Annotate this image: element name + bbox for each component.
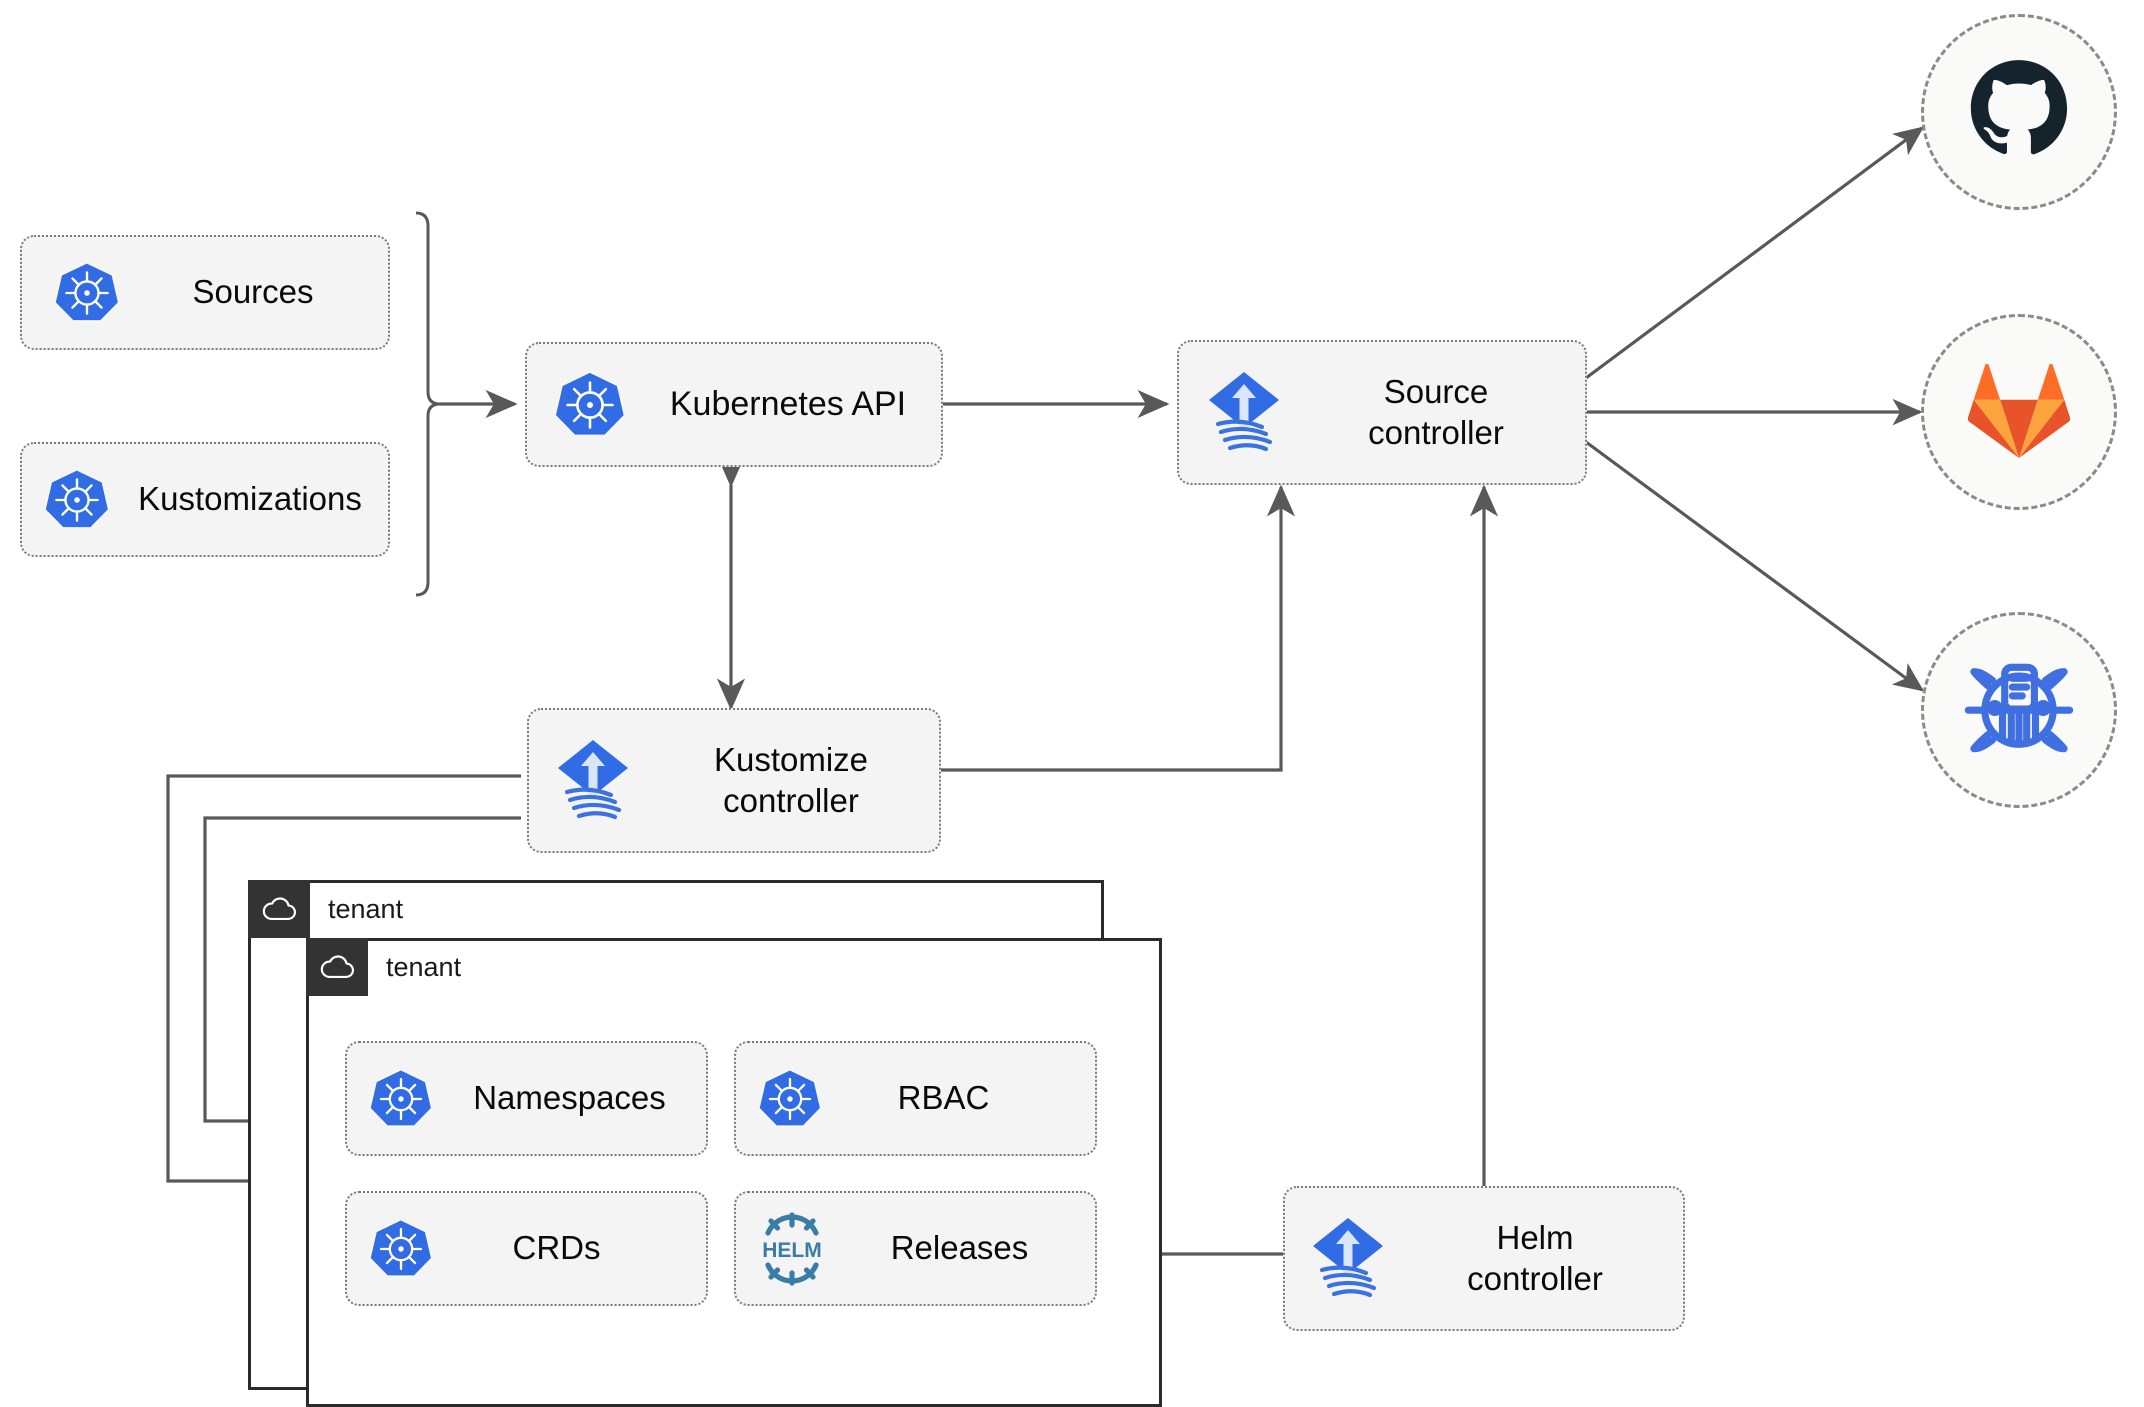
node-label: Namespaces [473, 1079, 666, 1117]
tenant-label: tenant [328, 893, 404, 924]
node-kustomize-controller[interactable]: Kustomize controller [527, 708, 941, 853]
helm-wordmark: HELM [762, 1239, 822, 1262]
node-label-line1: Source [1383, 373, 1489, 411]
kubernetes-icon [736, 1067, 844, 1131]
helm-icon: HELM [736, 1211, 848, 1286]
github-icon [1967, 58, 2071, 167]
flux-icon [1179, 370, 1309, 456]
node-sources[interactable]: Sources [20, 235, 390, 350]
tenant-header: tenant [248, 880, 403, 938]
tenant-label: tenant [386, 951, 462, 982]
kubernetes-icon [527, 369, 653, 441]
node-label: CRDs [512, 1229, 601, 1267]
external-source-helm-repository[interactable] [1921, 612, 2117, 808]
node-label-line2: controller [1467, 1259, 1603, 1297]
node-label-line1: Helm [1496, 1219, 1574, 1257]
node-label: Helm controller [1411, 1218, 1683, 1299]
node-label: Kustomize controller [657, 740, 939, 821]
node-label: Kubernetes API [669, 384, 907, 423]
node-label: Source controller [1309, 372, 1585, 453]
node-label: RBAC [897, 1079, 990, 1117]
gitlab-icon [1967, 362, 2071, 463]
node-source-controller[interactable]: Source controller [1177, 340, 1587, 485]
node-namespaces[interactable]: Namespaces [345, 1041, 708, 1156]
flux-icon [1285, 1216, 1411, 1302]
cloud-icon [306, 938, 368, 996]
node-label-line1: Kustomize [713, 741, 869, 779]
node-label-line2: controller [723, 781, 859, 819]
node-crds[interactable]: CRDs [345, 1191, 708, 1306]
node-kubernetes-api[interactable]: Kubernetes API [525, 342, 943, 467]
kubernetes-icon [22, 467, 132, 533]
external-source-github[interactable] [1921, 14, 2117, 210]
tenant-box-front[interactable]: tenant Namespaces [306, 938, 1162, 1407]
node-label: Kustomizations [138, 480, 362, 518]
node-label: Releases [890, 1229, 1029, 1267]
kubernetes-icon [347, 1217, 455, 1281]
external-source-gitlab[interactable] [1921, 314, 2117, 510]
kubernetes-icon [347, 1067, 455, 1131]
node-label: Sources [192, 273, 314, 311]
node-releases[interactable]: HELM Releases [734, 1191, 1097, 1306]
node-kustomizations[interactable]: Kustomizations [20, 442, 390, 557]
node-label-line2: controller [1368, 413, 1504, 451]
node-rbac[interactable]: RBAC [734, 1041, 1097, 1156]
flux-icon [529, 738, 657, 824]
tenant-header: tenant [306, 938, 461, 996]
helm-repository-icon [1964, 653, 2074, 768]
kubernetes-icon [22, 260, 152, 326]
cloud-icon [248, 880, 310, 938]
node-helm-controller[interactable]: Helm controller [1283, 1186, 1685, 1331]
